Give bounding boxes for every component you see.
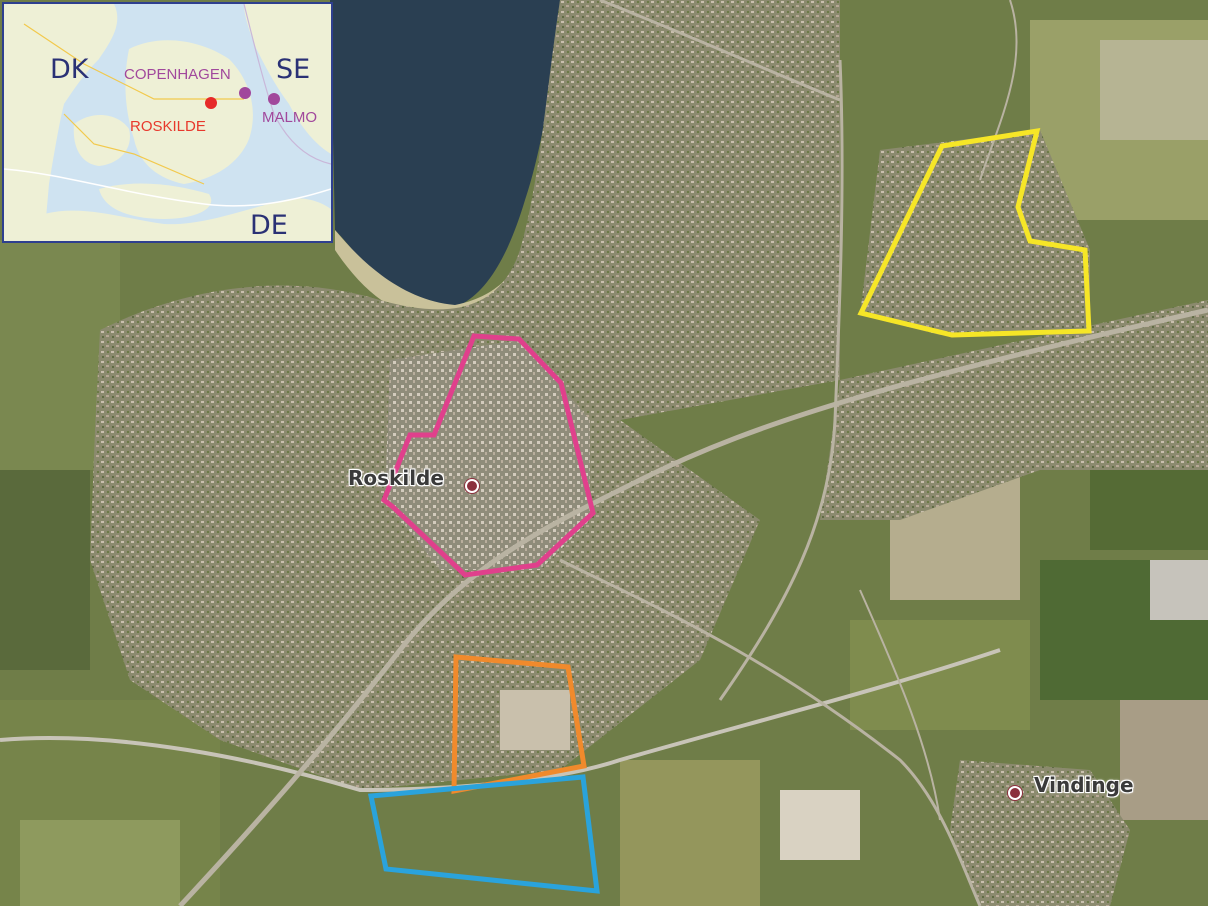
inset-country-dk: DK xyxy=(50,54,89,85)
blue-area-outline xyxy=(367,774,600,894)
vindinge-label: Vindinge xyxy=(1034,773,1134,797)
inset-locator-map: DK SE DE COPENHAGEN ROSKILDE MALMO xyxy=(2,2,333,243)
vindinge-marker xyxy=(1008,786,1022,800)
inset-malmo-label: MALMO xyxy=(262,109,318,126)
inset-roskilde-label: ROSKILDE xyxy=(130,118,206,135)
roskilde-label: Roskilde xyxy=(348,466,444,490)
inset-roskilde-dot xyxy=(205,97,217,109)
inset-malmo-dot xyxy=(268,93,280,105)
magenta-area-outline xyxy=(380,333,596,578)
inset-country-de: DE xyxy=(250,210,288,241)
inset-country-se: SE xyxy=(276,54,311,85)
inset-copenhagen-dot xyxy=(239,87,251,99)
yellow-area-outline xyxy=(857,127,1092,338)
inset-map-graphic xyxy=(4,4,331,241)
roskilde-marker xyxy=(465,479,479,493)
orange-area-outline xyxy=(451,654,587,795)
inset-copenhagen-label: COPENHAGEN xyxy=(124,66,231,83)
